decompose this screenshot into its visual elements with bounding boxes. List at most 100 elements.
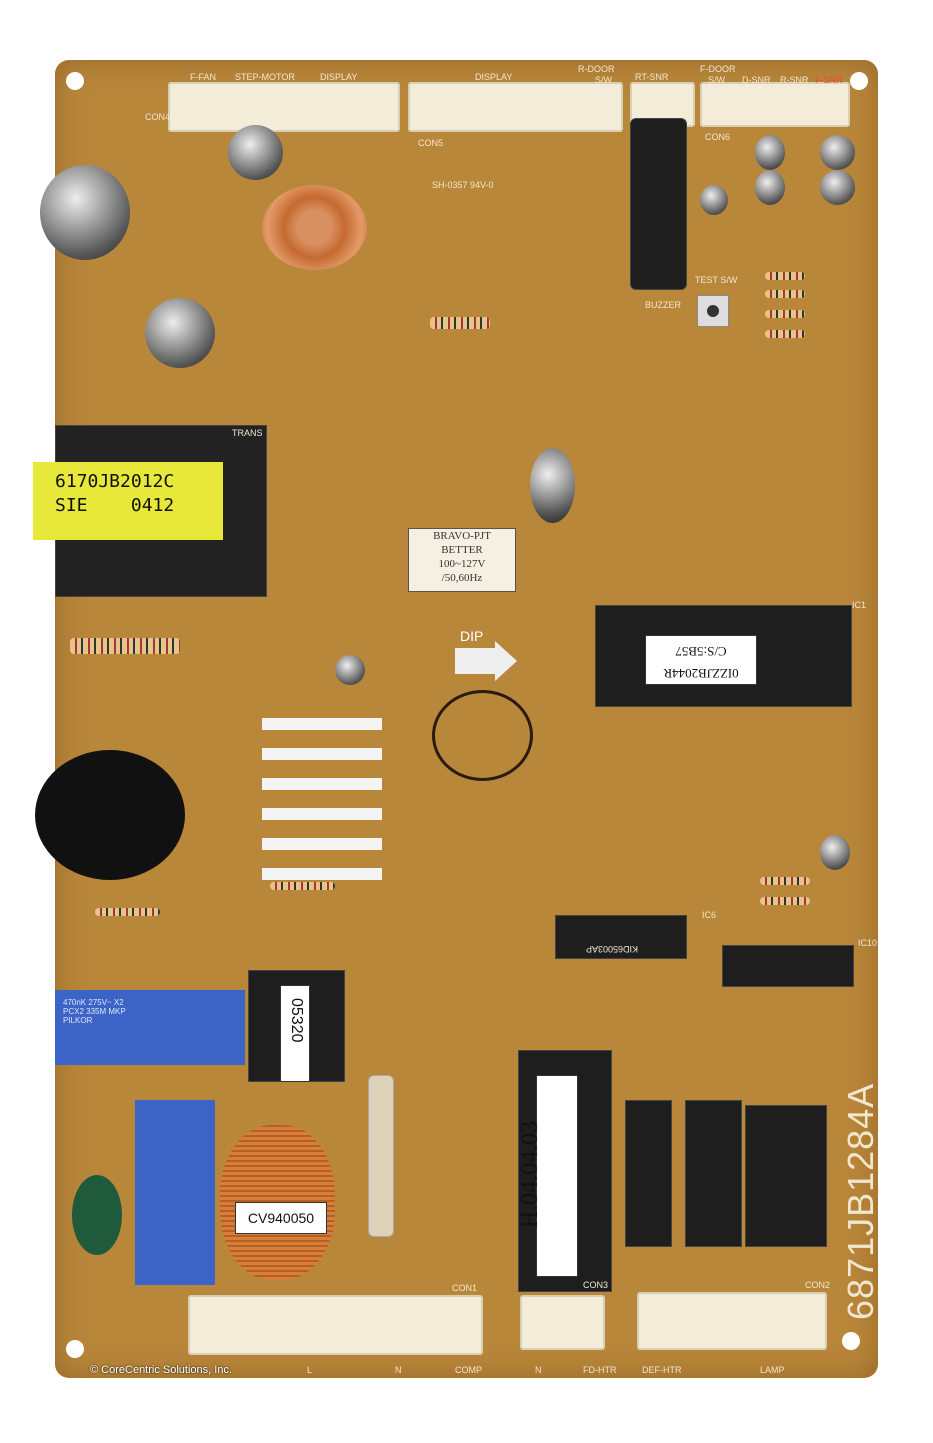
- coil-label: CV940050: [235, 1202, 327, 1234]
- label-n: N: [535, 1365, 542, 1375]
- label-trans: TRANS: [232, 428, 263, 438]
- label-f-door-sw: S/W: [708, 75, 725, 85]
- resistor: [760, 897, 810, 905]
- label-con1: CON1: [452, 1283, 478, 1293]
- dip-label: DIP: [460, 628, 484, 644]
- label-con5: CON5: [418, 138, 444, 148]
- label-comp: COMP: [455, 1365, 482, 1375]
- electrolytic-capacitor: [530, 448, 575, 523]
- connector-display: [408, 82, 623, 132]
- choke-label: 05320: [280, 985, 310, 1082]
- label-def-htr: DEF-HTR: [642, 1365, 682, 1375]
- transformer-maker: SIE: [55, 495, 88, 516]
- ic6: KID65003AP: [555, 915, 687, 959]
- label-step-motor: STEP-MOTOR: [235, 72, 295, 82]
- varistor: [72, 1175, 122, 1255]
- relay-ry3: [745, 1105, 827, 1247]
- test-switch: [697, 295, 729, 327]
- ul-mark: SH-0357 94V-0: [432, 180, 494, 190]
- label-f-snr: F-SNR: [815, 75, 843, 85]
- electrolytic-capacitor: [755, 135, 785, 170]
- relay-label: H.04.04.03: [517, 1075, 578, 1277]
- label-con3: CON3: [583, 1280, 609, 1290]
- relay-ry4: [625, 1100, 672, 1247]
- label-fd-htr: FD-HTR: [583, 1365, 617, 1375]
- x2-rating: 470nK 275V~ X2: [63, 998, 124, 1007]
- label-ic10: IC10: [858, 938, 878, 948]
- ic1-part-number: 0IZZJB2044R: [663, 666, 739, 681]
- label-n: N: [395, 1365, 402, 1375]
- transformer-part-number: 6170JB2012C: [55, 471, 175, 492]
- label-display: DISPLAY: [320, 72, 358, 82]
- board-part-number: 6871JB1284A: [840, 1082, 881, 1320]
- ic10: [722, 945, 854, 987]
- label-con4: CON4: [145, 112, 171, 122]
- choke-label-text: 05320: [288, 998, 305, 1043]
- large-electrolytic-capacitor: [35, 750, 185, 880]
- label-f-fan: F-FAN: [190, 72, 216, 82]
- label-buzzer: BUZZER: [645, 300, 681, 310]
- inspection-stamp: [432, 690, 533, 781]
- resistor: [270, 882, 335, 890]
- label-f-door: F-DOOR: [700, 64, 736, 74]
- x2-brand: PILKOR: [63, 1016, 93, 1025]
- electrolytic-capacitor: [40, 165, 130, 260]
- label-test-switch: TEST S/W: [695, 275, 738, 285]
- electrolytic-capacitor: [700, 185, 728, 215]
- mounting-hole: [850, 72, 868, 90]
- electrolytic-capacitor: [228, 125, 283, 180]
- spec-frequency: /50,60Hz: [441, 572, 483, 584]
- label-d-snr: D-SNR: [742, 75, 771, 85]
- copyright-watermark: © CoreCentric Solutions, Inc.: [90, 1364, 232, 1376]
- ic1-label: 0IZZJB2044R C/S:5B57: [645, 635, 757, 685]
- electrolytic-capacitor: [820, 135, 855, 170]
- resistor: [765, 290, 805, 298]
- label-rt-snr: RT-SNR: [635, 72, 669, 82]
- x2-capacitor: 470nK 275V~ X2 PCX2 335M MKP PILKOR: [55, 990, 245, 1065]
- resistor: [765, 310, 805, 318]
- label-lamp: LAMP: [760, 1365, 785, 1375]
- resistor: [95, 908, 160, 916]
- mounting-hole: [66, 72, 84, 90]
- ic6-text: KID65003AP: [586, 944, 639, 954]
- mounting-hole: [842, 1332, 860, 1350]
- label-con6: CON6: [705, 132, 731, 142]
- resistor: [765, 272, 805, 280]
- resistor: [760, 877, 810, 885]
- spec-voltage: 100~127V: [438, 558, 486, 570]
- connector-con3: [520, 1295, 605, 1350]
- label-r-snr: R-SNR: [780, 75, 809, 85]
- resistor: [765, 330, 805, 338]
- resistor: [70, 638, 180, 654]
- electrolytic-capacitor: [755, 170, 785, 205]
- label-r-door: R-DOOR: [578, 64, 615, 74]
- connector-con4: [168, 82, 400, 132]
- resistor: [430, 317, 490, 329]
- electrolytic-capacitor: [145, 298, 215, 368]
- label-l: L: [307, 1365, 313, 1375]
- label-display: DISPLAY: [475, 72, 513, 82]
- label-r-door-sw: S/W: [595, 75, 612, 85]
- toroid-inductor: [262, 185, 367, 270]
- transformer-label: 6170JB2012C SIE 0412: [33, 462, 223, 540]
- heatsink: [262, 715, 382, 880]
- spec-label: BRAVO-PJT BETTER 100~127V /50,60Hz: [408, 528, 516, 592]
- label-ic6: IC6: [702, 910, 717, 920]
- label-ic1: IC1: [852, 600, 867, 610]
- spec-model: BETTER: [441, 544, 483, 556]
- dip-arrow-head: [495, 641, 517, 681]
- transformer-date: 0412: [130, 495, 175, 516]
- label-con2: CON2: [805, 1280, 831, 1290]
- relay-label-text: H.04.04.03: [517, 1120, 544, 1229]
- relay-ry2: [685, 1100, 742, 1247]
- electrolytic-capacitor: [335, 655, 365, 685]
- dip-arrow-icon: [455, 648, 495, 674]
- connector-con1: [188, 1295, 483, 1355]
- x2-capacitor-vertical: [135, 1100, 215, 1285]
- spec-project: BRAVO-PJT: [433, 530, 491, 542]
- electrolytic-capacitor: [820, 170, 855, 205]
- electrolytic-capacitor: [820, 835, 850, 870]
- connector-con2: [637, 1292, 827, 1350]
- fuse: [368, 1075, 394, 1237]
- ic1-checksum: C/S:5B57: [675, 644, 727, 659]
